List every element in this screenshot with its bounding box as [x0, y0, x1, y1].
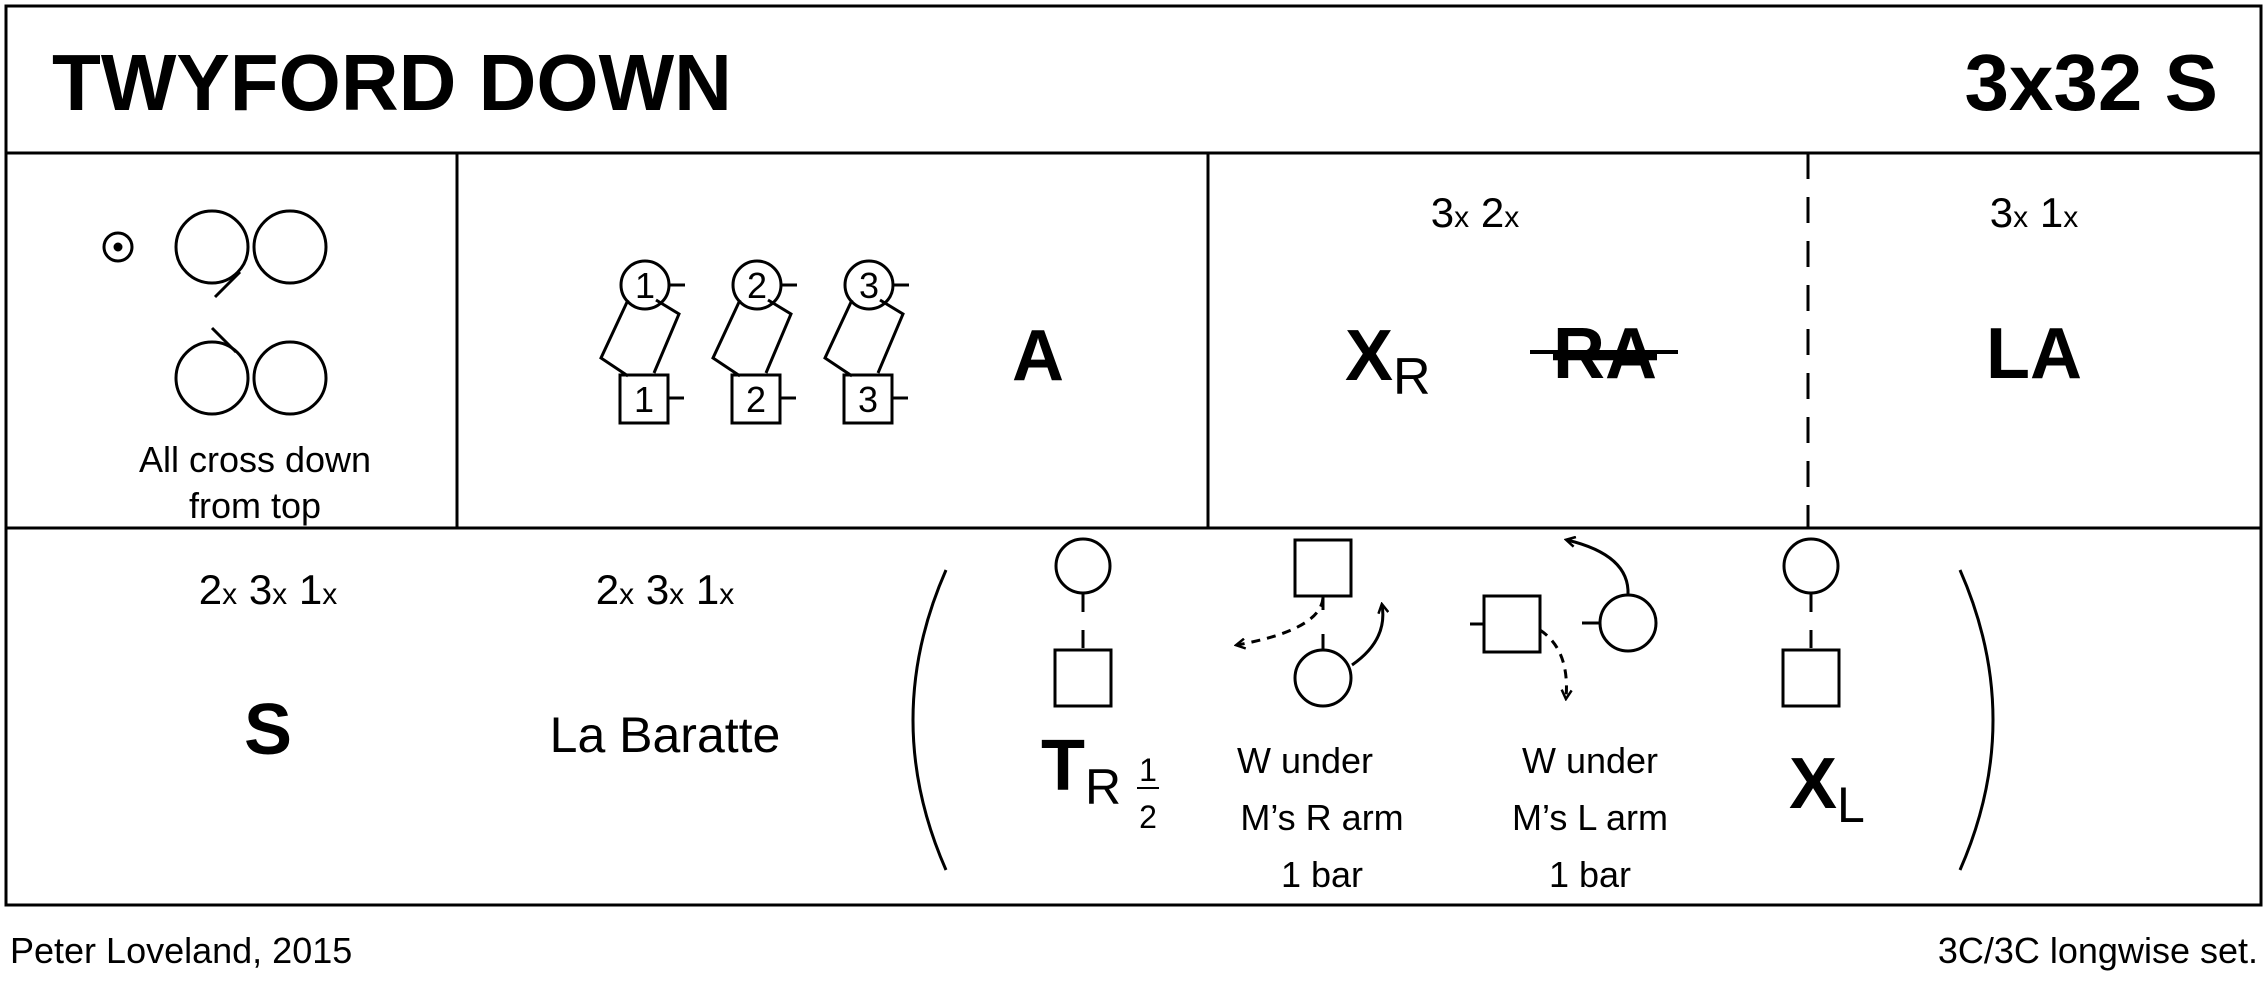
cross-right-label: XR [1345, 316, 1431, 406]
under-left-arm-text: M’s L arm [1512, 797, 1668, 838]
under-left-arm-diagram [1470, 540, 1658, 698]
top-dot-icon [102, 231, 134, 263]
author-credit: Peter Loveland, 2015 [10, 930, 352, 971]
couples-count-label: 3x 1x [1990, 189, 2078, 236]
couples-count-label: 3x 2x [1431, 189, 1519, 236]
under-right-arm-text: 1 bar [1281, 854, 1363, 895]
left-allemande-label: LA [1986, 314, 2082, 394]
under-right-arm-diagram [1237, 538, 1383, 708]
right-parenthesis [1958, 569, 1995, 871]
under-right-arm-text: M’s R arm [1240, 797, 1403, 838]
woman-2-label: 2 [747, 265, 767, 306]
cross-down-caption: from top [189, 485, 321, 526]
cross-left-diagram [1781, 537, 1841, 708]
turn-right-half-label: TR [1041, 726, 1121, 815]
man-1-label: 1 [634, 379, 654, 420]
under-right-arm-text: W under [1237, 740, 1373, 781]
man-2-label: 2 [746, 379, 766, 420]
under-left-arm-text: 1 bar [1549, 854, 1631, 895]
couple-3-diagram [823, 259, 909, 425]
couple-2-diagram [711, 259, 797, 425]
cross-down-caption: All cross down [139, 439, 371, 480]
couples-order-label: 2x 3x 1x [596, 566, 734, 613]
couple-1-diagram [599, 259, 685, 425]
cross-left-label: XL [1789, 744, 1865, 833]
man-3-label: 3 [858, 379, 878, 420]
turn-fraction-numerator: 1 [1139, 752, 1157, 788]
la-baratte-label: La Baratte [550, 707, 781, 763]
under-left-arm-text: W under [1522, 740, 1658, 781]
figure-s-label: S [244, 690, 292, 770]
figure-a-label: A [1012, 316, 1064, 396]
left-parenthesis [911, 569, 948, 871]
woman-3-label: 3 [859, 265, 879, 306]
set-formation: 3C/3C longwise set. [1938, 930, 2258, 971]
card-grid [4, 4, 2263, 907]
woman-1-label: 1 [635, 265, 655, 306]
dance-title: TWYFORD DOWN [52, 38, 732, 127]
couples-order-label: 2x 3x 1x [199, 566, 337, 613]
dance-formation: 3x32 S [1964, 38, 2218, 127]
cross-down-diagram [102, 209, 328, 416]
turn-right-diagram [1053, 537, 1113, 708]
turn-fraction-denominator: 2 [1139, 799, 1157, 835]
